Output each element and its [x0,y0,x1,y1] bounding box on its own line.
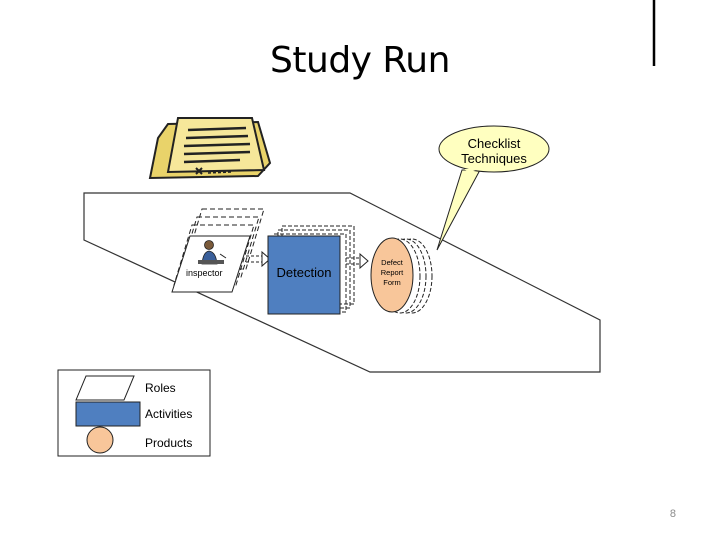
activity-label: Detection [276,265,332,280]
legend-roles-label: Roles [145,381,176,395]
slide-title: Study Run [270,40,450,81]
process-boundary [83,192,601,373]
legend-activities-label: Activities [145,407,193,421]
activity-shape-stack [267,225,355,315]
product-line-1: Defect [381,258,403,267]
callout-line-2: Techniques [461,151,527,166]
product-label: Defect Report Form [372,258,412,288]
product-shape-stack [370,237,433,314]
page-number: 8 [669,508,676,520]
legend-role-swatch [75,375,135,401]
document-stack-icon [148,117,272,180]
product-line-3: Form [383,278,401,287]
role-to-activity-arrow [246,250,271,268]
legend-product-swatch [86,426,114,454]
role-label: inspector [186,268,223,278]
legend-activity-swatch [75,401,141,427]
legend-box [57,369,211,457]
callout-text: Checklist Techniques [440,136,548,166]
activity-to-product-arrow [346,252,369,270]
vertical-rule [652,0,656,66]
callout-line-1: Checklist [467,136,521,151]
product-line-2: Report [380,268,404,277]
callout-bubble [436,125,550,251]
legend-products-label: Products [145,436,193,450]
person-at-desk-icon [198,240,227,265]
